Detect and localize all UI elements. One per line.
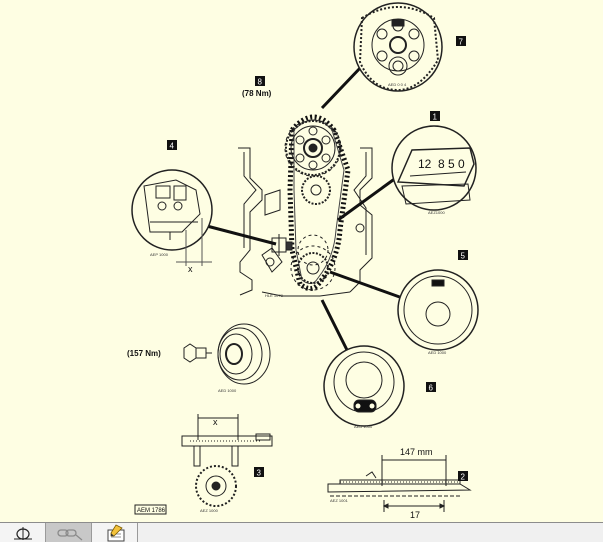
zoom-button[interactable] bbox=[0, 523, 46, 542]
timing-chain-diagram: HLE 1078 AED 0 0 4 12 8 5 0 AEZ1000 bbox=[127, 2, 479, 520]
callout-3: 3 bbox=[254, 467, 264, 478]
callout-8: 8 bbox=[255, 76, 265, 87]
crankshaft-sprocket bbox=[290, 234, 336, 291]
svg-text:5: 5 bbox=[461, 252, 466, 261]
callout-1: 1 bbox=[430, 111, 440, 122]
sprocket-detail-7 bbox=[353, 2, 443, 92]
link-button[interactable] bbox=[46, 523, 92, 542]
disc-detail-5 bbox=[397, 269, 479, 351]
figure-ref-label: AEM 1786 bbox=[137, 508, 166, 514]
scale-digits: 12 8 5 0 bbox=[418, 157, 465, 171]
bottom-toolbar bbox=[0, 522, 603, 542]
pencil-icon bbox=[107, 523, 124, 541]
ruler2-small-label: AEZ 1001 bbox=[330, 498, 349, 503]
cam6-small-label: AED 1000 bbox=[354, 424, 373, 429]
chain-tensioner bbox=[271, 234, 293, 256]
figure-ref-box bbox=[134, 504, 167, 515]
callout-2: 2 bbox=[458, 471, 468, 482]
tensioner-detail-4 bbox=[131, 169, 213, 266]
chain-link-icon bbox=[56, 528, 82, 540]
leader-lines bbox=[202, 64, 409, 353]
svg-text:8: 8 bbox=[258, 78, 263, 87]
callout-5: 5 bbox=[458, 250, 468, 261]
engine-block-outline bbox=[238, 147, 373, 297]
scale1-small-label: AEZ1000 bbox=[428, 210, 445, 215]
pulley-small-label: AED 1000 bbox=[218, 388, 237, 393]
svg-text:3: 3 bbox=[257, 469, 262, 478]
callout-4: 4 bbox=[167, 140, 177, 151]
scale-detail-1 bbox=[391, 125, 477, 211]
dim-x-left: x bbox=[188, 264, 193, 274]
edit-button[interactable] bbox=[92, 523, 138, 542]
svg-text:7: 7 bbox=[459, 38, 464, 47]
chain-small-label: HLE 1078 bbox=[265, 293, 284, 298]
dim-147-label: 147 mm bbox=[400, 447, 433, 457]
svg-text:1: 1 bbox=[433, 113, 438, 122]
torque-pulley-label: (157 Nm) bbox=[127, 349, 161, 358]
svg-text:6: 6 bbox=[429, 384, 434, 393]
disc5-small-label: AED 1000 bbox=[428, 350, 447, 355]
dim-17-label: 17 bbox=[410, 510, 420, 520]
detail4-small-label: AEP 1000 bbox=[150, 252, 169, 257]
sprocket7-small-label: AED 0 0 4 bbox=[388, 82, 407, 87]
dim-x-top: x bbox=[213, 417, 218, 427]
caliper3-small-label: AEZ 1000 bbox=[200, 508, 219, 513]
magnifier-icon bbox=[13, 526, 32, 540]
intermediate-sprocket bbox=[301, 175, 331, 205]
ruler-detail-2 bbox=[327, 455, 472, 512]
torque-top-label: (78 Nm) bbox=[242, 89, 272, 98]
caliper-detail-3 bbox=[181, 414, 273, 507]
callout-6: 6 bbox=[426, 382, 436, 393]
crank-pulley bbox=[183, 323, 271, 385]
svg-text:2: 2 bbox=[461, 473, 466, 482]
cam-detail-6 bbox=[323, 345, 405, 427]
callout-7: 7 bbox=[456, 36, 466, 47]
camshaft-sprocket bbox=[284, 119, 342, 177]
svg-text:4: 4 bbox=[170, 142, 175, 151]
